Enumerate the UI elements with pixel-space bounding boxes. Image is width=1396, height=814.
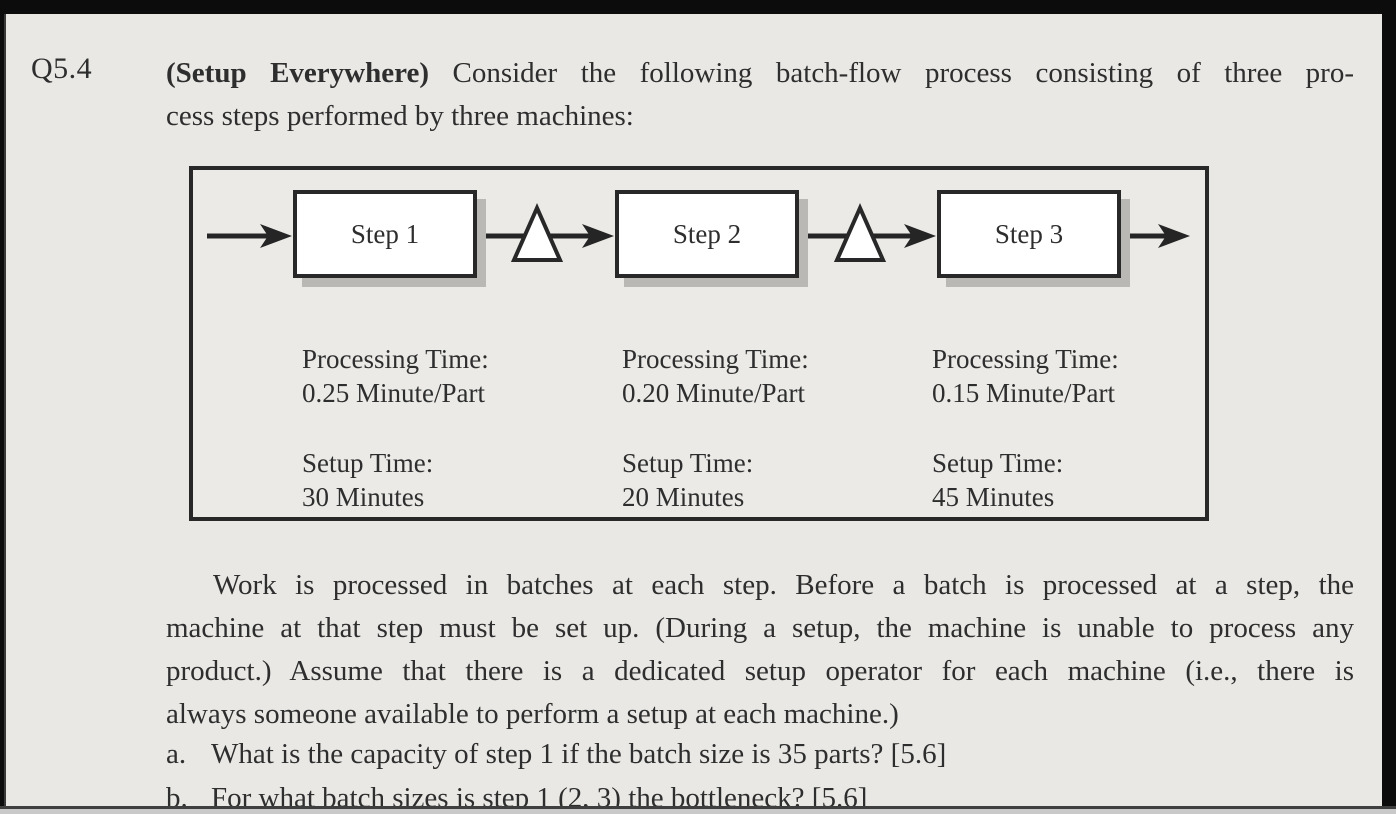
intro-line-2: cess steps performed by three machines: [166, 100, 634, 132]
setup-time-value: 20 Minutes [622, 482, 745, 512]
setup-time-value: 30 Minutes [302, 482, 425, 512]
body-line-4: always someone available to perform a se… [166, 698, 899, 730]
buffer-triangle-2-icon [833, 203, 887, 262]
body-paragraph: Work is processed in batches at each ste… [166, 564, 1354, 736]
step-1-setup-time: Setup Time: 30 Minutes [302, 446, 433, 514]
step-2-box: Step 2 [615, 190, 799, 278]
question-a: a. What is the capacity of step 1 if the … [166, 736, 1356, 772]
body-line-1: Work is processed in batches at each ste… [213, 569, 1354, 601]
intro-line-1: (Setup Everywhere) Consider the followin… [166, 52, 1354, 95]
step-3-box: Step 3 [937, 190, 1121, 278]
processing-time-label: Processing Time: [622, 344, 809, 374]
body-line-2: machine at that step must be set up. (Du… [166, 612, 1354, 644]
step-2-label: Step 2 [672, 218, 742, 249]
body-line-3: product.) Assume that there is a dedicat… [166, 655, 1354, 687]
buffer-triangle-1-icon [510, 203, 564, 262]
processing-time-label: Processing Time: [302, 344, 489, 374]
setup-time-label: Setup Time: [932, 448, 1064, 478]
process-diagram-frame: Step 1 Step 2 Step 3 Processing Time: 0.… [189, 166, 1209, 521]
question-a-marker: a. [166, 738, 187, 770]
step-1-label: Step 1 [350, 218, 420, 249]
setup-time-label: Setup Time: [302, 448, 434, 478]
scanned-page-panel: Q5.4 (Setup Everywhere) Consider the fol… [4, 14, 1382, 814]
exit-arrow-icon [1118, 224, 1190, 248]
processing-time-value: 0.25 Minute/Part [302, 378, 485, 408]
question-a-text: What is the capacity of step 1 if the ba… [211, 738, 947, 770]
intro-bold-title: (Setup Everywhere) [166, 57, 429, 89]
setup-time-value: 45 Minutes [932, 482, 1055, 512]
step-2-processing-time: Processing Time: 0.20 Minute/Part [622, 342, 809, 410]
processing-time-label: Processing Time: [932, 344, 1119, 374]
question-number: Q5.4 [31, 52, 93, 85]
processing-time-value: 0.20 Minute/Part [622, 378, 805, 408]
step-3-processing-time: Processing Time: 0.15 Minute/Part [932, 342, 1119, 410]
step-3-setup-time: Setup Time: 45 Minutes [932, 446, 1063, 514]
processing-time-value: 0.15 Minute/Part [932, 378, 1115, 408]
step-1-processing-time: Processing Time: 0.25 Minute/Part [302, 342, 489, 410]
setup-time-label: Setup Time: [622, 448, 754, 478]
entry-arrow-icon [207, 224, 292, 248]
scan-bottom-edge [0, 806, 1396, 814]
intro-paragraph: (Setup Everywhere) Consider the followin… [166, 52, 1354, 138]
intro-line-1-rest: Consider the following batch-flow proces… [428, 57, 1355, 89]
step-3-label: Step 3 [994, 218, 1064, 249]
step-1-box: Step 1 [293, 190, 477, 278]
step-2-setup-time: Setup Time: 20 Minutes [622, 446, 753, 514]
flow-arrows-and-buffers [207, 203, 1190, 262]
